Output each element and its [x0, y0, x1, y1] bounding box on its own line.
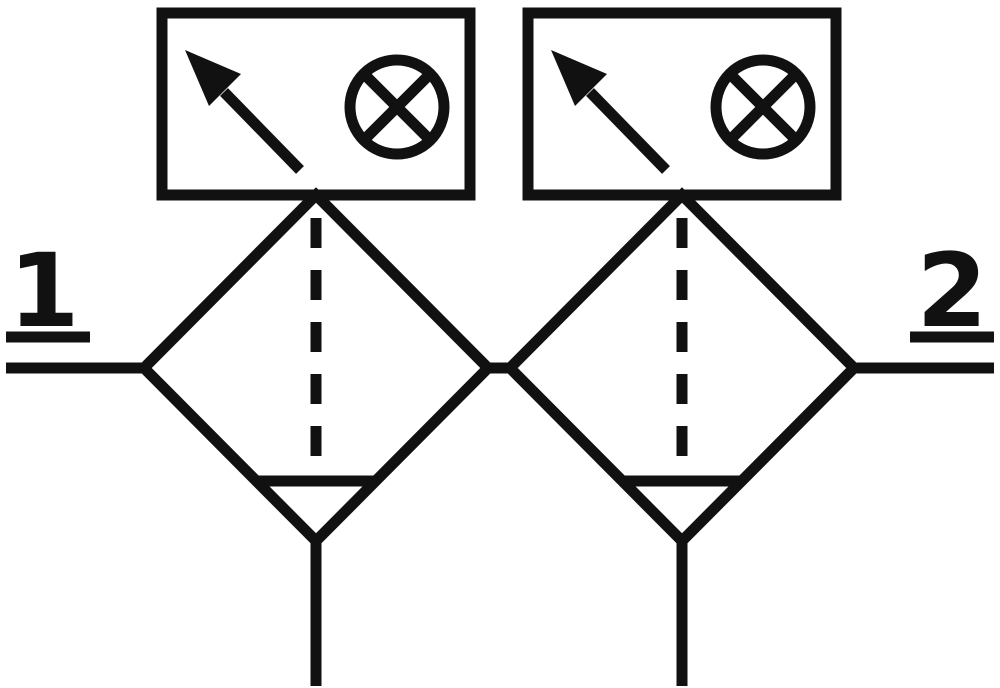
gauge-circle-x-icon — [710, 54, 816, 160]
gauge-x-stroke — [360, 70, 434, 144]
gauge-x-stroke — [726, 70, 800, 144]
regulator-arrow-head-icon — [551, 50, 607, 106]
schematic-root: 1 2 — [6, 7, 994, 686]
regulator-arrow-head-icon — [185, 50, 241, 106]
regulator-arrow-icon — [586, 88, 670, 174]
port-label-inlet: 1 — [9, 232, 80, 351]
port-label-outlet: 2 — [917, 232, 988, 351]
gauge-circle-x-icon — [344, 54, 450, 160]
regulator-arrow-icon — [220, 88, 304, 174]
